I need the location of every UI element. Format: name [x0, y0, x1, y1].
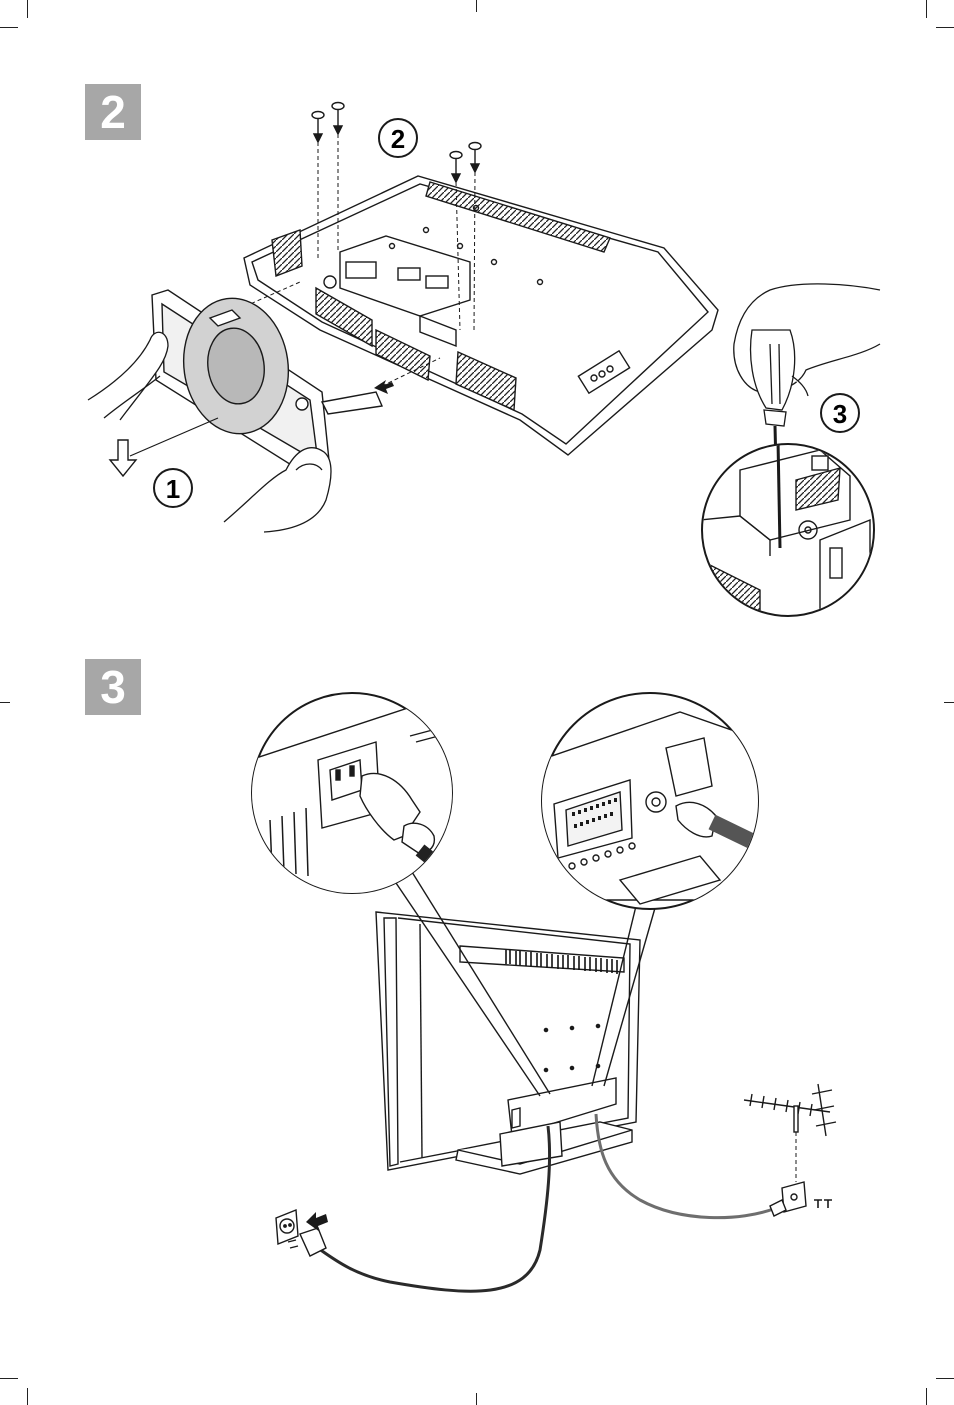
callout-leader-1 [130, 418, 218, 456]
callout-badge-2: 2 [379, 119, 417, 157]
pull-down-arrow-icon [110, 440, 136, 476]
detail-lens-power-socket [250, 693, 470, 900]
callout-label-1: 1 [166, 474, 180, 504]
antenna-symbol-icon [814, 1200, 832, 1208]
callout-label-2: 2 [391, 124, 405, 154]
detail-lens-screw [700, 440, 874, 620]
roof-antenna-icon [744, 1084, 836, 1136]
antenna-wall-socket-icon [770, 1182, 806, 1216]
plug-in-arrow-icon [306, 1212, 328, 1232]
callout-badge-1: 1 [154, 469, 192, 507]
tv-rear-view [376, 912, 640, 1174]
callout-badge-3: 3 [821, 394, 859, 432]
callout-label-3: 3 [833, 399, 847, 429]
detail-lens-antenna-socket [540, 693, 770, 909]
wall-socket-icon [276, 1210, 298, 1244]
